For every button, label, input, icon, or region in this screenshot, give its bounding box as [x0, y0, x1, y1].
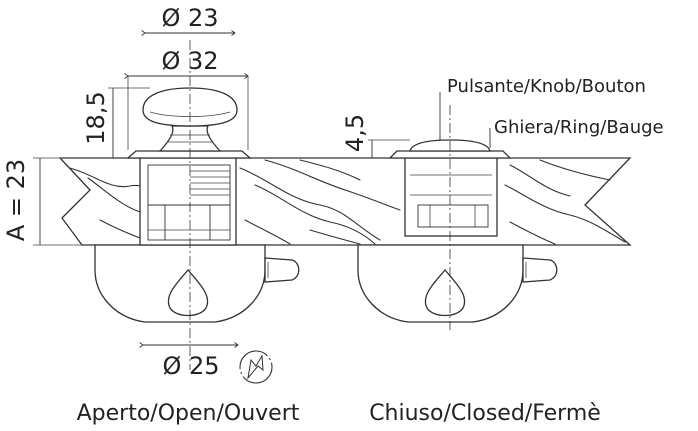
- latch-tab-closed: [522, 257, 558, 283]
- latch-open: [94, 40, 300, 370]
- dim-flange-diameter: Ø 32: [161, 47, 218, 75]
- dim-closed-height: 4,5: [341, 114, 369, 152]
- rotate-key-icon: [239, 350, 273, 384]
- caption-open: Aperto/Open/Ouvert: [77, 401, 300, 426]
- latch-tab-open: [264, 257, 300, 283]
- dim-panel-thickness: A = 23: [2, 159, 30, 241]
- dim-hole-diameter: Ø 25: [162, 352, 219, 380]
- caption-closed: Chiuso/Closed/Fermè: [369, 401, 601, 426]
- dim-open-height: 18,5: [82, 91, 110, 144]
- callout-knob: Pulsante/Knob/Bouton: [447, 76, 646, 97]
- dimension-lines: [33, 33, 491, 345]
- wood-grain: [69, 159, 626, 245]
- dim-head-diameter: Ø 23: [161, 4, 218, 32]
- key-slot-closed: [424, 269, 466, 317]
- latch-closed: [357, 105, 558, 330]
- key-slot-open: [167, 269, 209, 317]
- callout-ring: Ghiera/Ring/Bauge: [494, 117, 664, 138]
